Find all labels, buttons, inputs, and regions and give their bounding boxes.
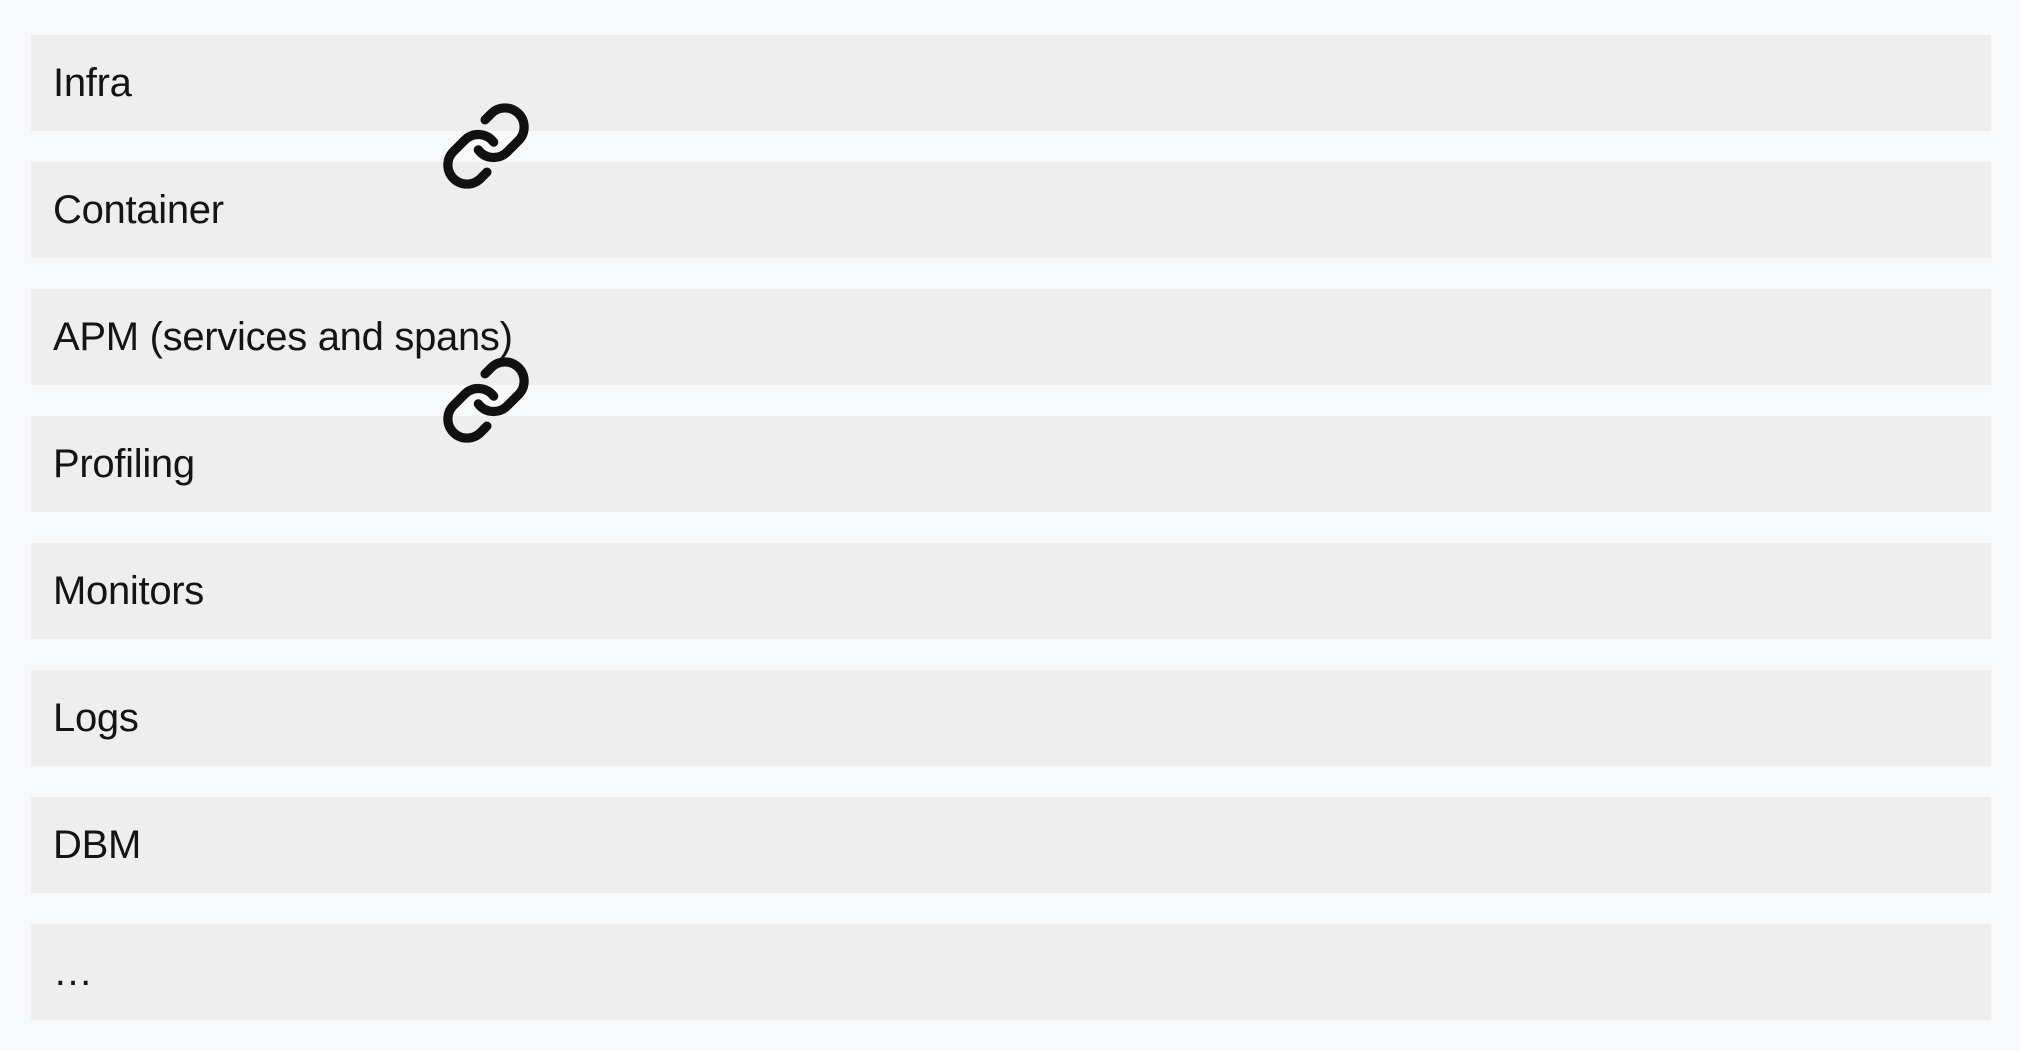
list-item-label: Container [53,188,224,232]
link-icon [440,354,532,446]
list-item-label: Infra [53,61,132,105]
list-item-label: Monitors [53,569,204,613]
link-icon [440,100,532,192]
list-item-dbm: DBM [31,797,1991,893]
list-item-logs: Logs [31,670,1991,766]
list-item-container: Container [31,162,1991,258]
list-item-label: DBM [53,823,141,867]
list-item-profiling: Profiling [31,416,1991,512]
list-item-label: Logs [53,696,139,740]
list-item-infra: Infra [31,35,1991,131]
list-item-monitors: Monitors [31,543,1991,639]
list-item-more: … [31,924,1991,1020]
list-item-apm: APM (services and spans) [31,289,1991,385]
category-list: Infra Container APM (services and spans)… [31,35,1991,1051]
list-item-label: Profiling [53,442,195,486]
list-item-label: APM (services and spans) [53,315,513,359]
list-item-label: … [53,950,93,994]
